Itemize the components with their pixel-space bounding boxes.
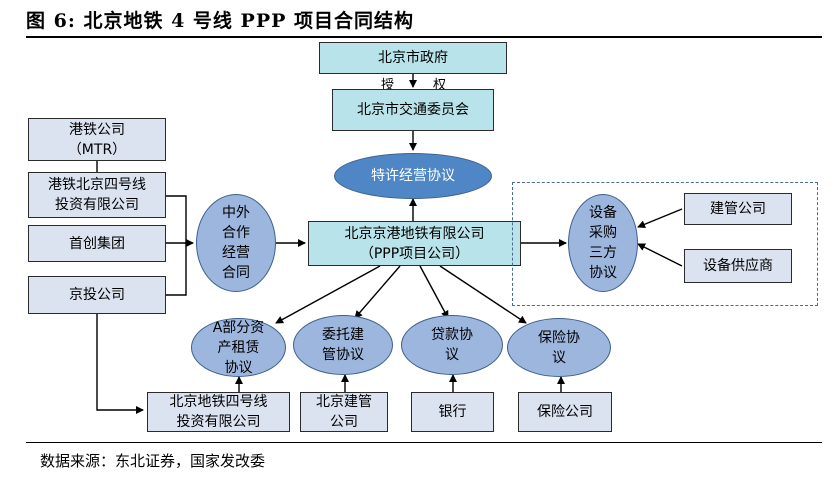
- node-insurance-company: 保险公司: [518, 392, 612, 432]
- node-transport-commission: 北京市交通委员会: [332, 89, 494, 131]
- node-bank: 银行: [411, 392, 494, 432]
- node-beijing-construction-management: 北京建管 公司: [300, 392, 388, 432]
- node-entrusted-construction-agreement: 委托建 管协议: [293, 315, 393, 375]
- node-insurance-agreement: 保险协 议: [507, 318, 611, 377]
- figure-title: 图 6: 北京地铁 4 号线 PPP 项目合同结构: [26, 10, 415, 32]
- node-loan-agreement: 贷款协 议: [401, 315, 503, 375]
- arrow-company-insurance: [439, 265, 527, 324]
- top-rule: [26, 36, 822, 38]
- arrow-company-loan: [419, 265, 449, 319]
- node-shouchuang-group: 首创集团: [28, 225, 166, 262]
- node-equipment-agreement: 设备 采购 三方 协议: [568, 194, 638, 292]
- arrow-jingtou-bj4: [96, 314, 144, 414]
- node-mtr: 港铁公司 （MTR）: [28, 118, 166, 161]
- bottom-rule: [26, 442, 822, 443]
- arrow-company-entrust: [354, 265, 401, 319]
- node-jingtou: 京投公司: [28, 276, 166, 314]
- equipment-group-frame: [512, 182, 818, 306]
- source-note: 数据来源：东北证券，国家发改委: [40, 452, 266, 470]
- node-beijing-metro-line4-investment: 北京地铁四号线 投资有限公司: [147, 392, 290, 432]
- bracket-investors: [166, 195, 187, 296]
- node-jianguan-company: 建管公司: [684, 193, 792, 225]
- arrow-jianguan-equip: [637, 208, 683, 229]
- node-beijing-government: 北京市政府: [319, 42, 507, 74]
- node-jv-contract: 中外 合作 经营 合同: [196, 194, 276, 292]
- arrow-company-lease: [275, 265, 381, 324]
- node-asset-lease-agreement: A部分资 产租赁 协议: [191, 318, 286, 377]
- node-equipment-supplier: 设备供应商: [684, 249, 792, 283]
- node-project-company: 北京京港地铁有限公司 （PPP项目公司）: [308, 221, 521, 266]
- arrow-supplier-equip: [637, 243, 683, 267]
- node-concession-agreement: 特许经营协议: [334, 153, 492, 199]
- node-mtr-beijing-line4: 港铁北京四号线 投资有限公司: [28, 172, 166, 218]
